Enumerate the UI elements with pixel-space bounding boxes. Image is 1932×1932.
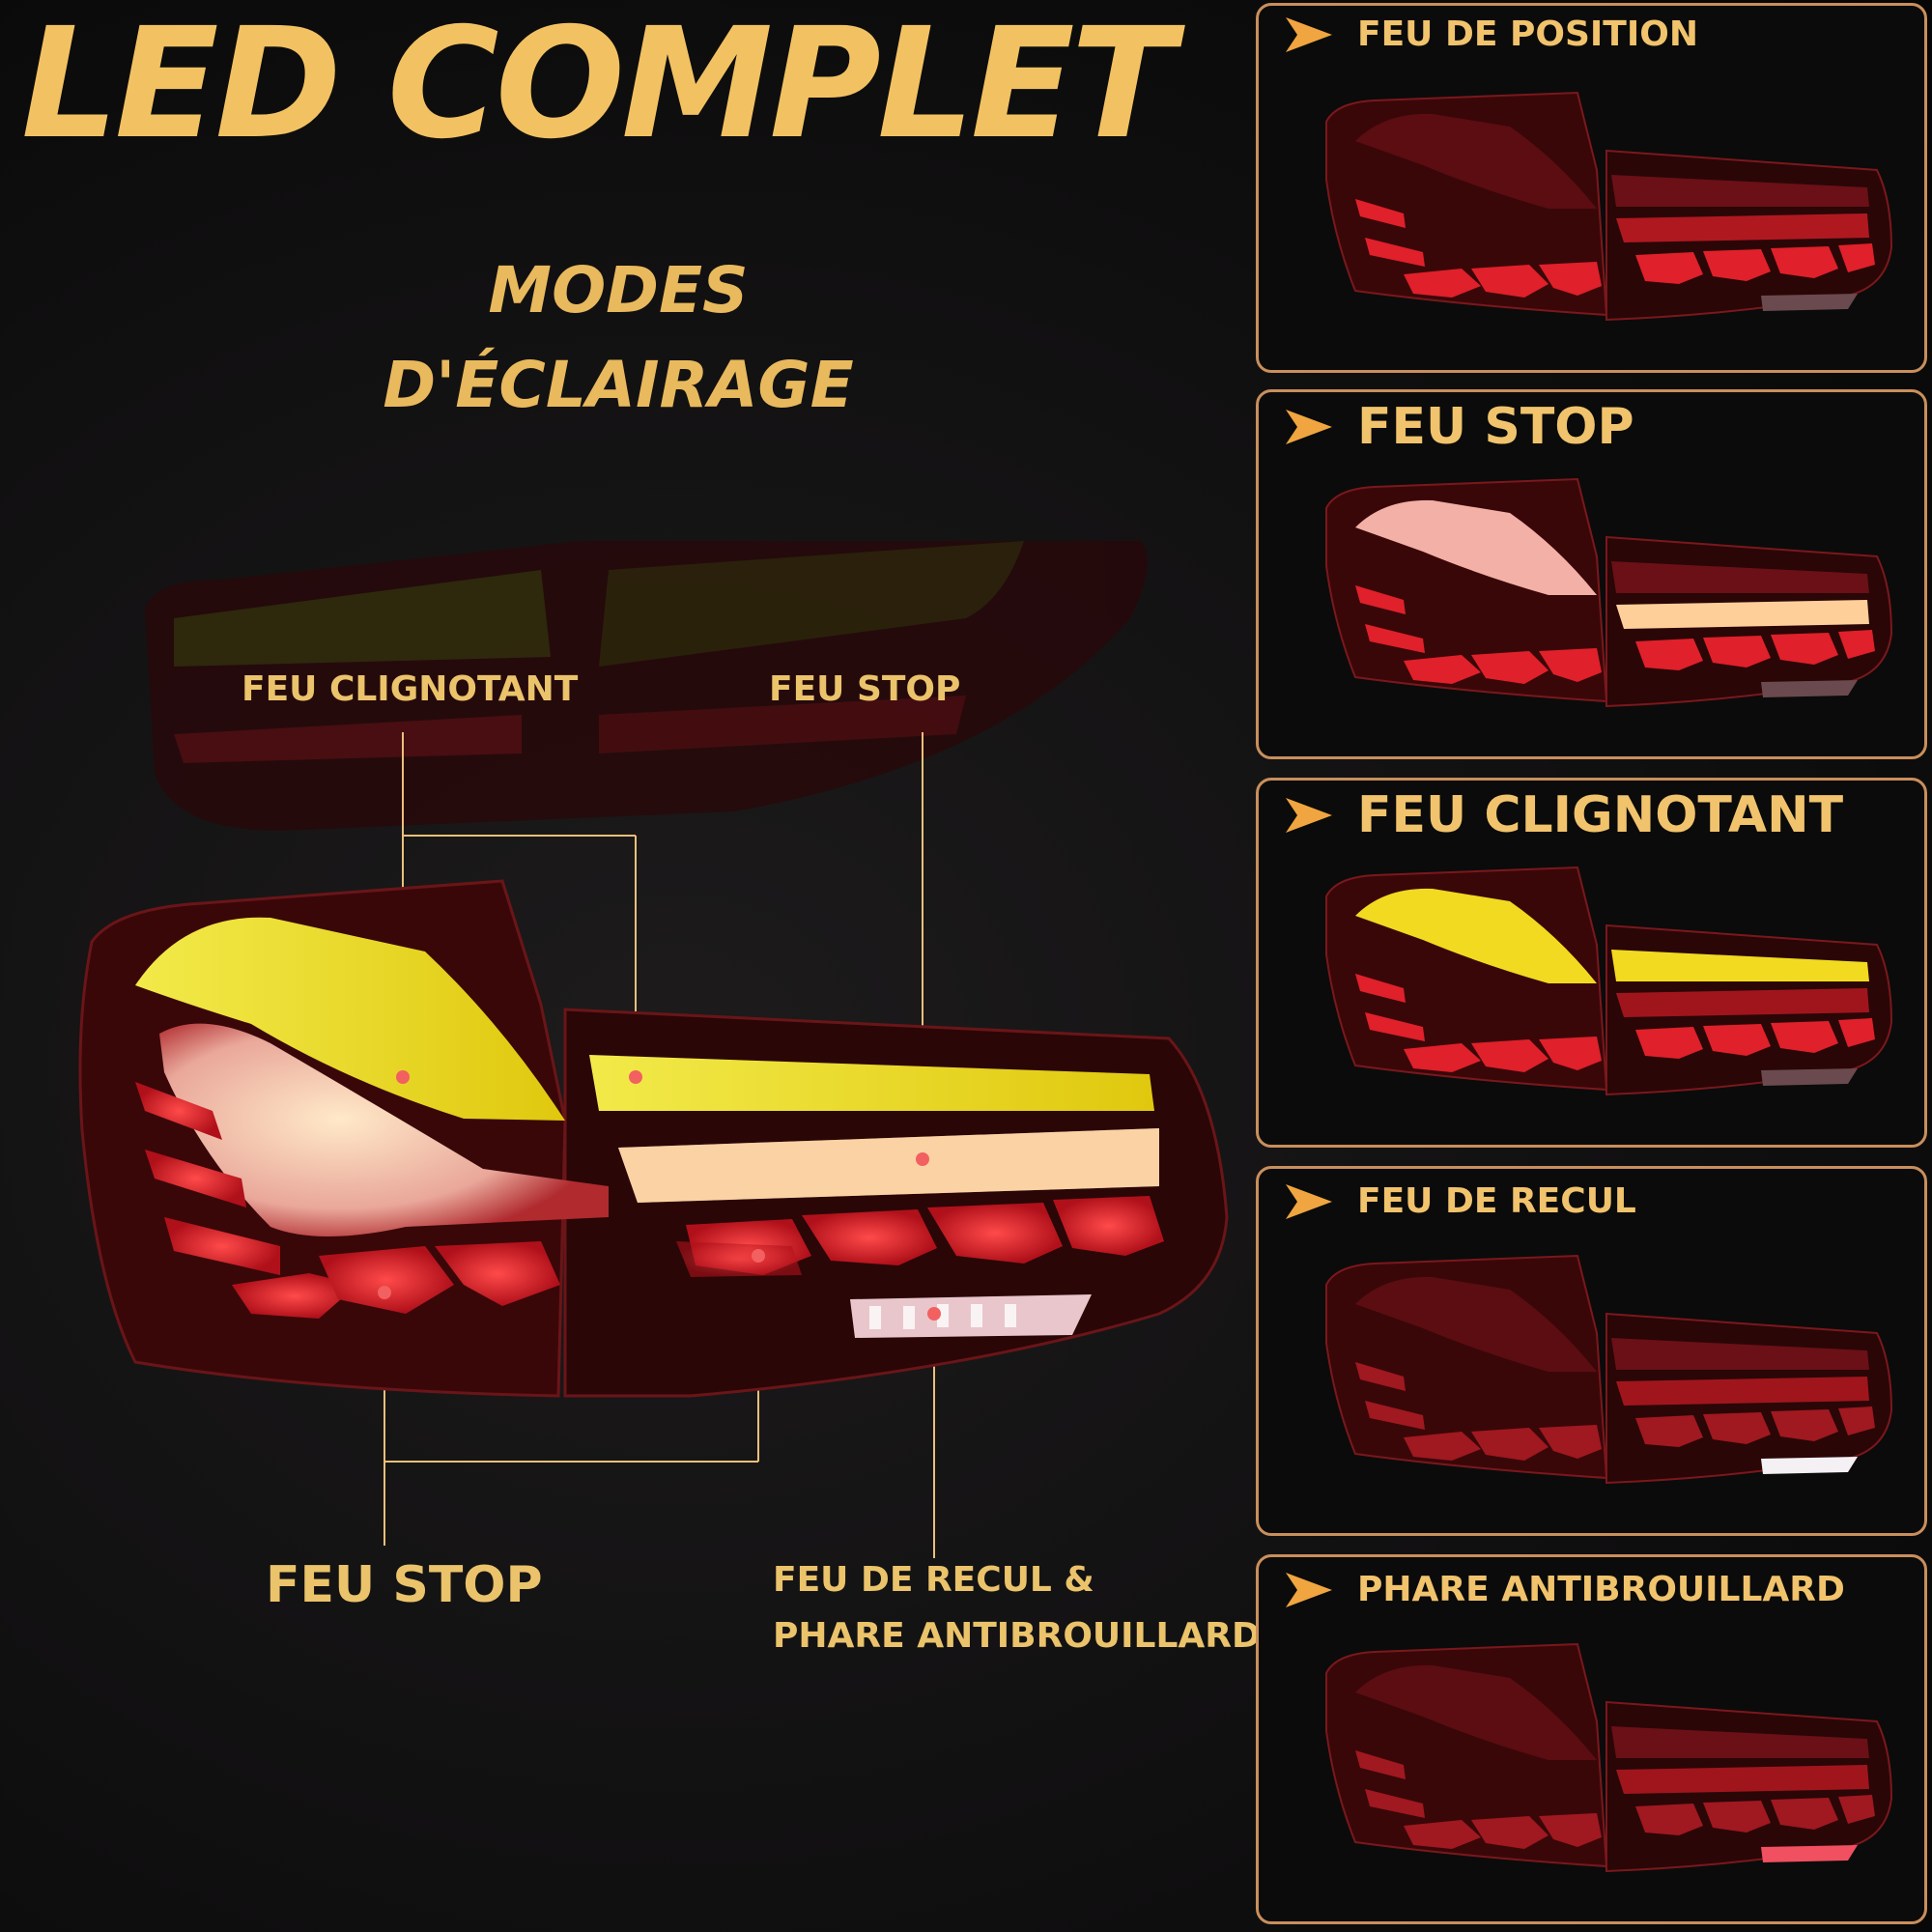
mode-lamp-illustration — [1325, 91, 1893, 322]
subtitle-line-2: D'ÉCLAIRAGE — [383, 348, 854, 422]
arrow-icon — [1286, 410, 1332, 444]
mode-title: FEU DE RECUL — [1357, 1181, 1636, 1221]
mode-panel-header: FEU DE POSITION — [1284, 15, 1698, 54]
mode-panel-reverse: FEU DE RECUL — [1256, 1166, 1927, 1536]
callout-brake-top: FEU STOP — [769, 669, 961, 709]
headline: LED COMPLET — [21, 0, 1175, 173]
arrow-icon — [1286, 1573, 1332, 1607]
arrow-icon — [1286, 798, 1332, 833]
mode-panel-header: FEU CLIGNOTANT — [1284, 790, 1843, 840]
mode-panel-position: FEU DE POSITION — [1256, 3, 1927, 373]
mode-panel-header: FEU DE RECUL — [1284, 1182, 1636, 1221]
arrow-icon — [1286, 17, 1332, 52]
mode-title: FEU CLIGNOTANT — [1357, 786, 1844, 844]
mode-lamp-illustration — [1325, 866, 1893, 1096]
mode-panel-header: PHARE ANTIBROUILLARD — [1284, 1571, 1845, 1609]
main-taillight-illustration — [78, 541, 1229, 1558]
background-lamp — [145, 541, 1148, 831]
arrow-icon — [1286, 1184, 1332, 1219]
mode-title: FEU DE POSITION — [1357, 14, 1698, 54]
callout-reverse-fog-line-1: FEU DE RECUL & — [773, 1560, 1094, 1600]
mode-panel-brake: FEU STOP — [1256, 389, 1927, 759]
mode-panel-fog: PHARE ANTIBROUILLARD — [1256, 1554, 1927, 1924]
mode-panel-turn: FEU CLIGNOTANT — [1256, 778, 1927, 1148]
mode-lamp-illustration — [1325, 1642, 1893, 1873]
mode-lamp-illustration — [1325, 1254, 1893, 1485]
mode-lamp-illustration — [1325, 477, 1893, 708]
callout-reverse-fog-line-2: PHARE ANTIBROUILLARD — [773, 1616, 1261, 1656]
subtitle-line-1: MODES — [488, 253, 749, 327]
mode-title: PHARE ANTIBROUILLARD — [1357, 1570, 1845, 1609]
callout-turn-signal: FEU CLIGNOTANT — [242, 669, 579, 709]
mode-panel-header: FEU STOP — [1284, 402, 1634, 452]
main-lamp — [78, 879, 1229, 1398]
callout-brake-bottom: FEU STOP — [266, 1556, 543, 1614]
mode-title: FEU STOP — [1357, 398, 1634, 456]
